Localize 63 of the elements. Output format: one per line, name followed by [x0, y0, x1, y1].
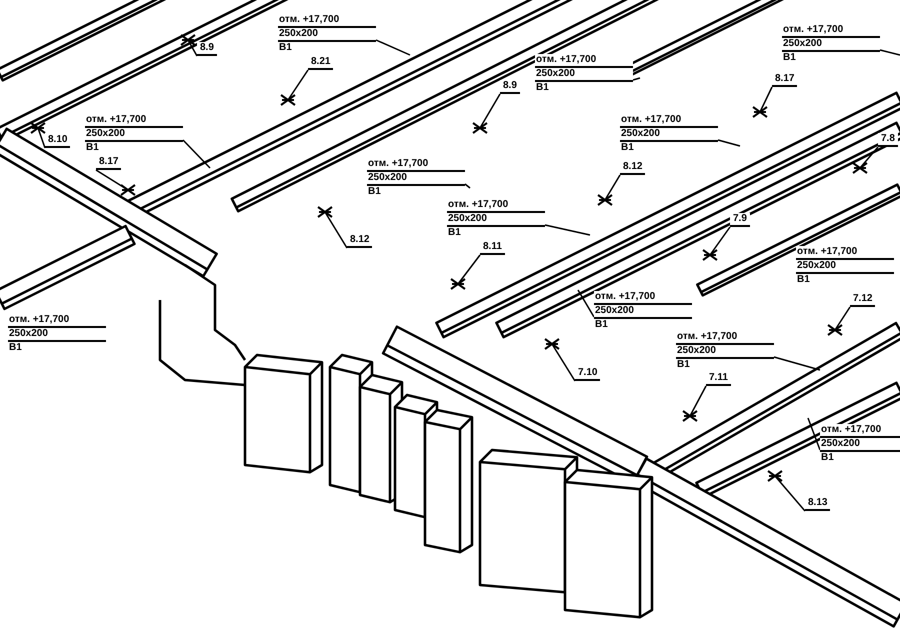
leader-line: [479, 94, 501, 128]
duct-size-label: 250х200: [278, 28, 376, 42]
leader-line: [718, 139, 740, 147]
duct-size-label: 250х200: [796, 260, 894, 274]
duct-size-label: 250х200: [594, 305, 692, 319]
duct-size-label: 250х200: [782, 38, 880, 52]
leader-line: [464, 183, 470, 189]
elevation-label: отм. +17,700: [447, 199, 545, 213]
position-number: 8.9: [500, 80, 520, 94]
position-number: 8.17: [96, 156, 122, 170]
elevation-label: отм. +17,700: [594, 291, 692, 305]
duct-size-label: 250х200: [367, 172, 465, 186]
leader-line: [324, 212, 348, 248]
leader-line: [689, 386, 707, 416]
leader-line: [457, 254, 481, 284]
position-number: 7.9: [730, 213, 750, 227]
elevation-label: отм. +17,700: [85, 114, 183, 128]
position-number: 7.12: [850, 293, 876, 307]
elevation-label: отм. +17,700: [676, 331, 774, 345]
position-number: 8.17: [772, 73, 798, 87]
leader-line: [544, 224, 590, 236]
leader-line: [859, 146, 879, 168]
position-number: 7.11: [706, 372, 731, 386]
elevation-label: отм. +17,700: [796, 246, 894, 260]
position-number: 8.10: [45, 134, 70, 148]
leader-line: [880, 49, 900, 56]
duct-size-label: 250х200: [8, 328, 106, 342]
leader-line: [834, 306, 851, 330]
elevation-label: отм. +17,700: [535, 54, 633, 68]
position-number: 7.10: [575, 367, 600, 381]
elevation-label: отм. +17,700: [8, 314, 106, 328]
position-number: 8.12: [620, 161, 646, 175]
duct-size-label: 250х200: [85, 128, 183, 142]
leader-line: [37, 128, 46, 148]
duct-size-label: 250х200: [447, 213, 545, 227]
position-number: 8.11: [480, 241, 505, 255]
leader-line: [376, 39, 410, 56]
leader-line: [182, 139, 211, 169]
elevation-label: отм. +17,700: [620, 114, 718, 128]
leader-line: [187, 40, 198, 56]
leader-line: [604, 174, 621, 200]
duct-size-label: 250х200: [535, 68, 633, 82]
leader-line: [577, 290, 595, 318]
position-number: 8.12: [347, 234, 372, 248]
leader-line: [774, 476, 806, 512]
elevation-label: отм. +17,700: [820, 424, 900, 438]
elevation-label: отм. +17,700: [782, 24, 880, 38]
elevation-label: отм. +17,700: [367, 158, 465, 172]
duct-size-label: 250х200: [676, 345, 774, 359]
leader-line: [759, 86, 773, 112]
leader-line: [287, 70, 309, 100]
position-number: 7.8: [878, 133, 898, 147]
leader-line: [551, 344, 576, 382]
duct-size-label: 250х200: [620, 128, 718, 142]
leader-line: [807, 418, 821, 450]
position-number: 8.13: [805, 497, 830, 511]
leader-line: [774, 356, 820, 371]
position-number: 8.21: [308, 56, 334, 70]
elevation-label: отм. +17,700: [278, 14, 376, 28]
leader-line: [709, 226, 731, 256]
leader-line: [632, 77, 640, 81]
duct-size-label: 250х200: [820, 438, 900, 452]
position-number: 8.9: [197, 42, 217, 56]
